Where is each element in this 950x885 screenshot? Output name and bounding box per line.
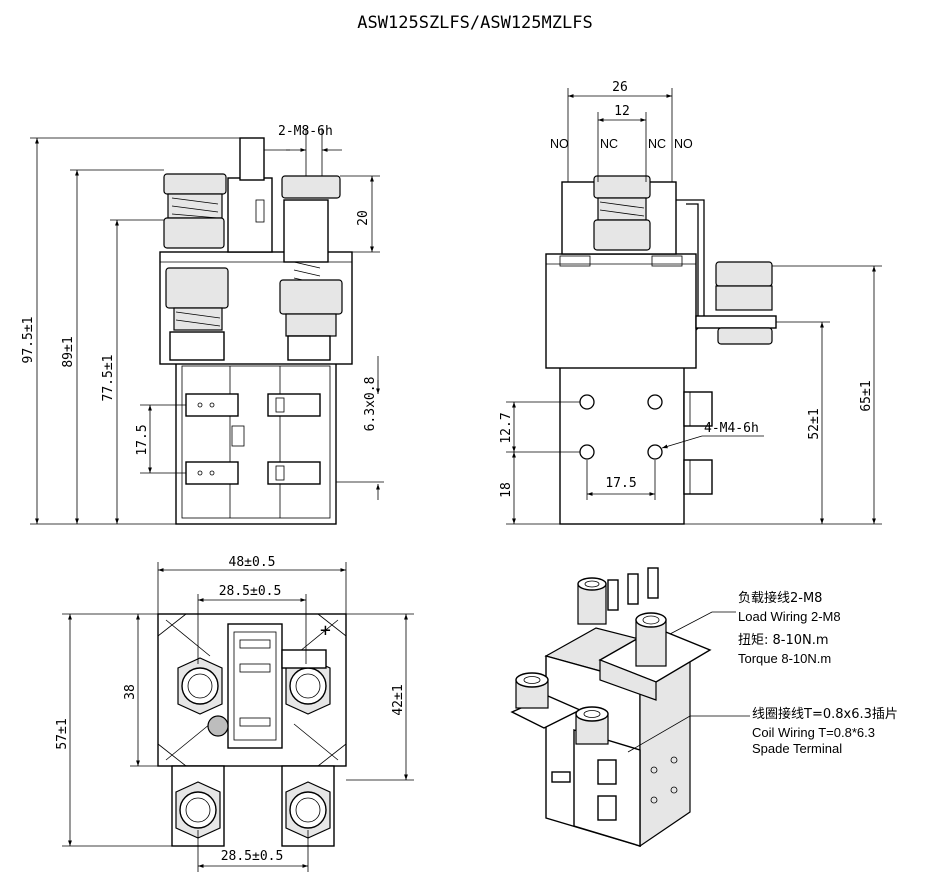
iso-view: 负载接线2-M8 Load Wiring 2-M8 扭矩: 8-10N.m To…: [510, 567, 898, 848]
label-load-cn: 负载接线2-M8: [738, 590, 822, 606]
dim-tab-pitch: 17.5: [135, 424, 150, 455]
dim-terminal-thread: 2-M8-6h: [278, 124, 333, 139]
side-view: 26 12 NO NC NC NO 12.7 18 17.5 4-M4-6h 5…: [499, 80, 882, 525]
label-torque-cn: 扭矩: 8-10N.m: [738, 633, 829, 648]
dim-mount-thread: 4-M4-6h: [704, 421, 759, 436]
dim-57: 57±1: [55, 718, 70, 749]
dim-26: 26: [612, 80, 628, 95]
plus-mark: +: [320, 620, 331, 641]
dim-tab: 6.3x0.8: [363, 377, 378, 432]
dim-height-775: 77.5±1: [101, 355, 116, 402]
dim-12: 12: [614, 104, 630, 119]
top-view: + 48±0.5 28.5±0.5 38 57±1: [55, 555, 414, 872]
dim-spacing-bottom: 28.5±0.5: [221, 849, 284, 864]
drawing-title: ASW125SZLFS/ASW125MZLFS: [357, 13, 592, 33]
label-coil-cn: 线圈接线T=0.8x6.3插片: [752, 706, 898, 722]
stud-bottom-right: [285, 781, 331, 839]
dim-spacing-top: 28.5±0.5: [219, 584, 282, 599]
label-coil-en: Coil Wiring T=0.8*6.3: [752, 725, 875, 740]
label-torque-en: Torque 8-10N.m: [738, 651, 831, 666]
dim-42: 42±1: [391, 684, 406, 715]
label-load-en: Load Wiring 2-M8: [738, 609, 841, 624]
stud-bottom-left: [175, 781, 221, 839]
label-no-left: NO: [550, 137, 569, 151]
label-nc-left: NC: [600, 137, 618, 151]
dim-hole-pitch-h: 17.5: [605, 476, 636, 491]
stud-top-left: [177, 657, 223, 715]
dim-38: 38: [123, 684, 138, 700]
dim-width-48: 48±0.5: [229, 555, 276, 570]
dim-stud-20: 20: [356, 210, 371, 226]
dim-height-total: 97.5±1: [21, 317, 36, 364]
front-view: 97.5±1 89±1 77.5±1 17.5 2-M8-6h 20 6.3x0…: [21, 124, 384, 525]
dim-base-18: 18: [499, 482, 514, 498]
dim-hole-pitch-v: 12.7: [499, 412, 514, 443]
dim-height-89: 89±1: [61, 336, 76, 367]
dim-65: 65±1: [859, 380, 874, 411]
label-coil-en2: Spade Terminal: [752, 741, 842, 756]
label-no-right: NO: [674, 137, 693, 151]
dim-52: 52±1: [807, 408, 822, 439]
label-nc-right: NC: [648, 137, 666, 151]
